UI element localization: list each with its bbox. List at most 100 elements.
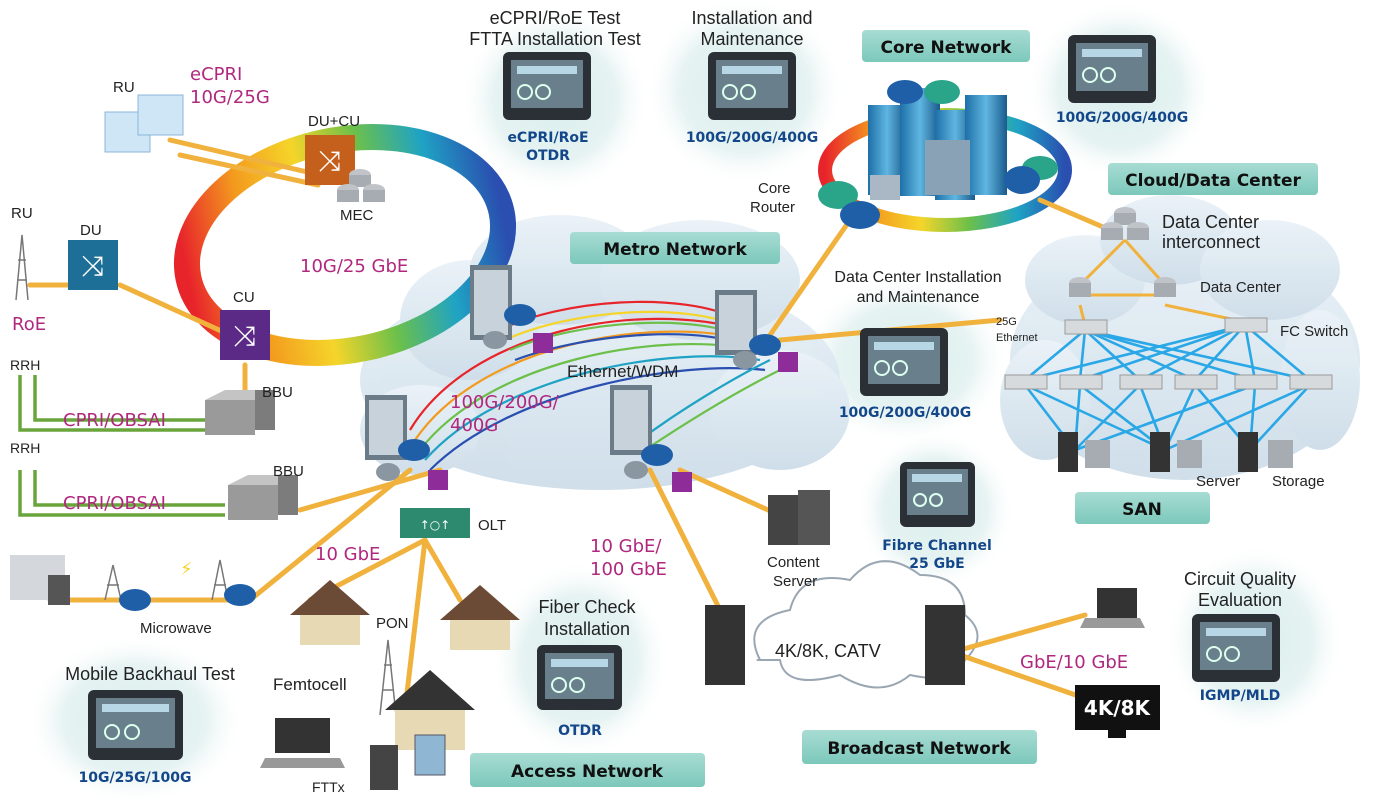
core-router-label: Core xyxy=(758,180,791,197)
metro-router-icon xyxy=(376,304,798,492)
wdm-rate-label: 100G/200G/ xyxy=(450,392,560,413)
fttx-rack-icon xyxy=(370,734,446,790)
fiber-check-title-2: Installation xyxy=(544,619,630,639)
fc-switch-label: FC Switch xyxy=(1280,323,1348,340)
ring-rate-label: 10G/25 GbE xyxy=(300,256,408,277)
fc-sub-label: Fibre Channel xyxy=(882,538,992,554)
cu-switch-icon: ⤨ xyxy=(220,310,270,360)
san-mesh xyxy=(1023,323,1311,452)
content-server-label: Content xyxy=(767,554,820,571)
tester-fc xyxy=(900,462,975,527)
fiber-sub-label: OTDR xyxy=(558,723,602,739)
monitor-icon xyxy=(1075,685,1160,738)
laptop-icon xyxy=(260,588,1145,768)
storage-label: Storage xyxy=(1272,473,1325,490)
broadcast-cloud xyxy=(753,560,979,689)
content-server-icon xyxy=(768,490,830,545)
tester-fiber xyxy=(537,645,622,710)
install-sub-label: 100G/200G/400G xyxy=(686,130,818,146)
otdr-sub-label: OTDR xyxy=(526,148,570,164)
banner-cloud-label: Cloud/Data Center xyxy=(1125,171,1301,191)
ftta-test-title: FTTA Installation Test xyxy=(469,29,640,49)
bbu-label-2: BBU xyxy=(273,463,304,480)
svg-text:⚡: ⚡ xyxy=(180,559,193,580)
pon-label: PON xyxy=(376,615,409,632)
dc-sub-label: 100G/200G/400G xyxy=(839,405,971,421)
banner-san: SAN xyxy=(1075,492,1210,524)
dci-label: Data Center xyxy=(1162,212,1259,232)
antenna-tower-icon xyxy=(15,234,397,716)
house-icon xyxy=(290,580,520,750)
server-storage-icon xyxy=(1058,432,1293,472)
microwave-router-icon: ⚡ xyxy=(119,559,256,611)
wdm-rate-label-2: 400G xyxy=(450,415,498,436)
tester-circuit xyxy=(1192,614,1280,682)
ethernet-wdm-label: Ethernet/WDM xyxy=(567,362,678,381)
banner-metro-label: Metro Network xyxy=(603,240,747,260)
broadcast-rate-label: 10 GbE/ xyxy=(590,536,662,557)
banner-access-label: Access Network xyxy=(511,762,664,782)
du-label: DU xyxy=(80,222,102,239)
tester-dc xyxy=(860,328,948,396)
ecpri-test-title: eCPRI/RoE Test xyxy=(490,8,621,28)
tester-mobile xyxy=(88,690,183,760)
fc-switch-icon xyxy=(1004,317,1333,390)
core-sub-label: 100G/200G/400G xyxy=(1056,110,1188,126)
access-rate-label: 10 GbE xyxy=(315,544,380,565)
banner-broadcast-label: Broadcast Network xyxy=(827,739,1011,759)
metro-building-icon xyxy=(365,265,757,460)
mobile-sub-label: 10G/25G/100G xyxy=(79,770,192,786)
4k8k-monitor-label: 4K/8K xyxy=(1084,696,1152,720)
circuit-title: Circuit Quality xyxy=(1184,569,1296,589)
cpri-label-1: CPRI/OBSAI xyxy=(63,410,166,431)
microwave-label: Microwave xyxy=(140,620,212,637)
banner-core: Core Network xyxy=(862,30,1030,62)
office-building-icon xyxy=(10,555,70,605)
tester-core xyxy=(1068,35,1156,103)
circuit-sub-label: IGMP/MLD xyxy=(1200,688,1280,704)
ecpri-rate-label: 10G/25G xyxy=(190,87,270,108)
datacenter-label: Data Center xyxy=(1200,279,1281,296)
banner-san-label: SAN xyxy=(1122,500,1162,520)
ru-icon xyxy=(104,94,184,153)
du-cu-switch-icon: ⤨ xyxy=(305,135,355,185)
cpri-label-2: CPRI/OBSAI xyxy=(63,493,166,514)
core-router-icon xyxy=(818,80,1058,229)
server-label: Server xyxy=(1196,473,1240,490)
banner-broadcast: Broadcast Network xyxy=(802,730,1037,764)
banner-access: Access Network xyxy=(470,753,705,787)
ecpri-link-label: eCPRI xyxy=(190,64,242,85)
dc-install-title-2: and Maintenance xyxy=(857,289,980,306)
dci-label-2: interconnect xyxy=(1162,232,1260,252)
fc-sub-label-2: 25 GbE xyxy=(909,556,964,572)
banner-cloud: Cloud/Data Center xyxy=(1108,163,1318,195)
install-title: Installation and xyxy=(691,8,812,28)
mobile-backhaul-title: Mobile Backhaul Test xyxy=(65,664,235,684)
cu-label: CU xyxy=(233,289,255,306)
cpri-lines xyxy=(18,375,225,517)
content-server-label-2: Server xyxy=(773,573,817,590)
circuit-title-2: Evaluation xyxy=(1198,590,1282,610)
core-building-icon xyxy=(868,88,1007,200)
svg-text:⤨: ⤨ xyxy=(319,144,341,177)
gbe-rate-label: GbE/10 GbE xyxy=(1020,652,1128,673)
dc-storage-icon xyxy=(1069,207,1176,297)
tester-install xyxy=(708,52,796,120)
banner-metro: Metro Network xyxy=(570,232,780,264)
rrh-label-2: RRH xyxy=(10,440,40,456)
catv-label: 4K/8K, CATV xyxy=(775,641,881,661)
mec-server-icon xyxy=(337,169,385,202)
ecpri-sub-label: eCPRI/RoE xyxy=(507,130,588,146)
femtocell-label: Femtocell xyxy=(273,675,347,694)
roe-label: RoE xyxy=(12,314,46,335)
ru-label-2: RU xyxy=(11,205,33,222)
ethernet-25g-label: 25G xyxy=(996,316,1017,328)
rrh-label: RRH xyxy=(10,357,40,373)
bbu-label: BBU xyxy=(262,384,293,401)
olt-label: OLT xyxy=(478,517,506,534)
tester-ecpri xyxy=(503,52,591,120)
dc-install-title: Data Center Installation xyxy=(834,269,1001,286)
svg-text:⤨: ⤨ xyxy=(234,319,256,352)
